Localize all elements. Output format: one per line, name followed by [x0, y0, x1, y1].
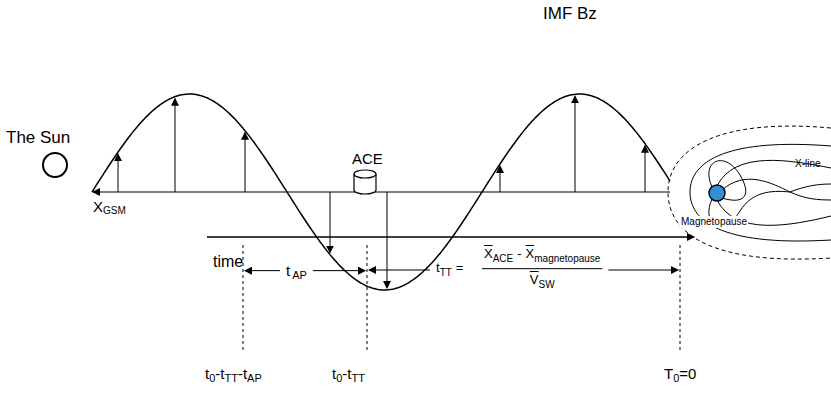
time-symbol: -t — [238, 365, 247, 382]
formula-symbol: t — [436, 261, 440, 276]
formula-subscript: magnetopause — [534, 253, 600, 265]
boundary-label: Magnetopause — [680, 216, 748, 228]
time-symbol: t — [205, 365, 209, 382]
time-subscript: 0 — [673, 372, 679, 385]
time-subscript: TT — [224, 372, 237, 385]
time-symbol: t — [332, 365, 336, 382]
formula-operator: - — [517, 247, 521, 262]
spacecraft-label: ACE — [352, 150, 383, 167]
interval-subscript: AP — [291, 269, 308, 282]
time-subscript: TT — [351, 372, 364, 385]
sun-label: The Sun — [6, 128, 70, 148]
time-symbol: -t — [215, 365, 224, 382]
formula-symbol: X — [484, 247, 493, 262]
formula-operator: = — [456, 261, 464, 276]
time-axis — [207, 236, 694, 237]
formula-symbol: X — [526, 247, 535, 262]
axis-label: X — [93, 198, 103, 215]
time-symbol: T — [664, 365, 673, 382]
time-subscript: 0 — [336, 372, 342, 385]
formula-subscript: SW — [538, 279, 554, 291]
wave-title: IMF Bz — [543, 4, 597, 24]
time-subscript: 0 — [209, 372, 215, 385]
time-label: time — [213, 253, 243, 271]
time-symbol: -t — [342, 365, 351, 382]
ace-spacecraft — [354, 170, 376, 194]
magnetosphere — [668, 126, 831, 259]
axis-subscript: GSM — [103, 205, 126, 217]
xline-label: X-line — [795, 158, 821, 170]
formula-subscript: ACE — [493, 253, 514, 265]
time-subscript: AP — [247, 372, 262, 385]
imf-wave — [92, 94, 670, 290]
sun-symbol — [43, 153, 67, 177]
formula-subscript: TT — [440, 267, 452, 279]
time-symbol: =0 — [679, 365, 696, 382]
time-markers — [243, 245, 680, 350]
formula-symbol: V — [530, 273, 539, 288]
x-gsm-axis — [93, 191, 670, 192]
